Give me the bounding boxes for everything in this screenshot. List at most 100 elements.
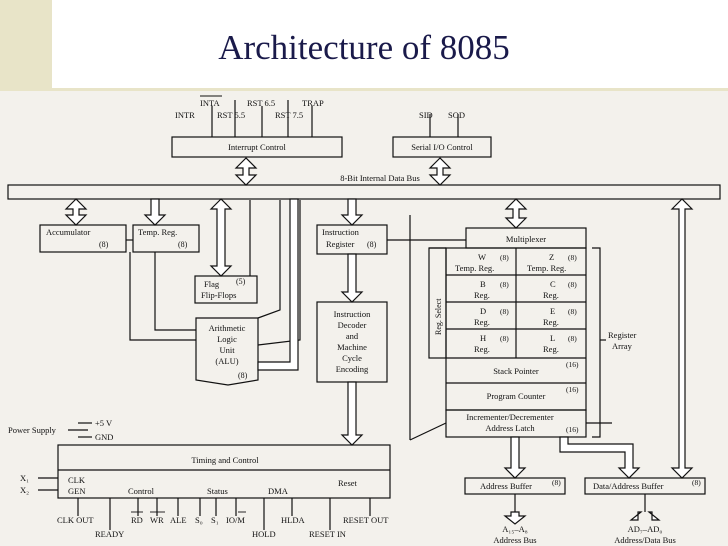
reg-l-size: (8) [568,334,577,343]
data-bus-out-label-2: Address/Data Bus [614,535,676,545]
alu-line-4: (ALU) [215,356,238,366]
arrow-latch-address-buffer [503,436,527,479]
reg-e: E [550,306,555,316]
decoder-line-3: and [346,331,359,341]
address-buffer-label: Address Buffer [480,481,532,491]
arrow-data-bus-out-2 [647,511,661,521]
stack-pointer-size: (16) [566,360,579,369]
arrow-temp-reg [143,198,167,226]
arrow-flag-bus [209,198,233,277]
reg-l-desc: Reg. [543,344,559,354]
inc-dec-label-2: Address Latch [485,423,535,433]
instruction-register-label-1: Instruction [322,227,360,237]
pin-sid: SID [419,110,433,120]
signal-hlda: HLDA [281,515,305,525]
arrow-accumulator-bus [64,198,88,226]
arrow-interrupt-bus [234,157,258,186]
accumulator-box [39,224,127,253]
signal-clk-out: CLK OUT [57,515,94,525]
decoder-line-1: Instruction [334,309,372,319]
internal-data-bus [7,184,721,200]
arrow-data-bus-out [629,511,643,521]
pin-sod: SOD [448,110,465,120]
reg-l: L [550,333,555,343]
power-gnd-label: GND [95,432,113,442]
arrow-ir-decoder [340,253,364,303]
serial-io-control-label: Serial I/O Control [411,142,473,152]
reg-d: D [480,306,486,316]
alu-line-2: Logic [217,334,237,344]
reg-z-desc: Temp. Reg. [527,263,566,273]
flag-label-2: Flip-Flops [201,290,236,300]
decoder-line-4: Machine [337,342,367,352]
reg-z-size: (8) [568,253,577,262]
register-array-label-2: Array [612,341,633,351]
reg-h-desc: Reg. [474,344,490,354]
arrow-alu-output [257,198,299,371]
pin-rst55: RST 5.5 [217,110,245,120]
interrupt-control-label: Interrupt Control [228,142,286,152]
gen-label: GEN [68,486,85,496]
temp-reg-label: Temp. Reg. [138,227,177,237]
reg-w-size: (8) [500,253,509,262]
reg-b-size: (8) [500,280,509,289]
reg-select-box [428,247,447,359]
reset-label: Reset [338,478,358,488]
inc-dec-label-1: Incrementer/Decrementer [466,412,553,422]
pin-rst75: RST 7.5 [275,110,303,120]
arrow-data-bus-right [670,198,694,479]
data-bus-out-label-1: AD₇–AD₀ [628,524,663,534]
reg-w-desc: Temp. Reg. [455,263,494,273]
signal-rd: RD [131,515,143,525]
alu-line-3: Unit [219,345,235,355]
slide-title: Architecture of 8085 [218,28,510,67]
decoder-line-5: Cycle [342,353,362,363]
signal-ready: READY [95,529,124,539]
reg-c-size: (8) [568,280,577,289]
signal-reset-out: RESET OUT [343,515,389,525]
reg-b-desc: Reg. [474,290,490,300]
status-label: Status [207,486,228,496]
reg-e-desc: Reg. [543,317,559,327]
inc-dec-size: (16) [566,425,579,434]
register-array-label-1: Register [608,330,636,340]
flag-size: (5) [236,277,246,286]
flag-label-1: Flag [204,279,220,289]
alu-line-1: Arithmetic [209,323,246,333]
instruction-register-size: (8) [367,240,377,249]
accumulator-label: Accumulator [46,227,91,237]
pin-intr: INTR [175,110,195,120]
signal-s1: S₁ [211,515,219,525]
arrow-instruction-register [340,198,364,226]
reg-b: B [480,279,486,289]
timing-control-title: Timing and Control [191,455,259,465]
reg-h-size: (8) [500,334,509,343]
dma-label: DMA [268,486,289,496]
accumulator-size: (8) [99,240,109,249]
decoder-line-6: Encoding [336,364,369,374]
data-address-buffer-label: Data/Address Buffer [593,481,664,491]
interrupt-control-box [171,136,343,158]
signal-s0: S₀ [195,515,203,525]
reg-c-desc: Reg. [543,290,559,300]
instruction-register-label-2: Register [326,239,354,249]
power-5v-label: +5 V [95,418,113,428]
temp-reg-box [132,224,200,253]
alu-shape [195,317,259,386]
program-counter-size: (16) [566,385,579,394]
accent-bar-top [0,0,52,88]
accent-bar-bottom [0,88,728,91]
reg-w: W [478,252,486,262]
arrow-decoder-timing [340,381,364,446]
x1-label: X₁ [20,473,29,483]
flag-flip-flops-box [194,275,258,304]
control-label: Control [128,486,155,496]
arrow-serial-bus [428,157,452,186]
stack-pointer-label: Stack Pointer [493,366,539,376]
pin-inta: INTA [200,98,220,108]
signal-io-m: IO/M [226,515,245,525]
decoder-line-2: Decoder [338,320,367,330]
address-bus-label-2: Address Bus [493,535,536,545]
signal-hold: HOLD [252,529,276,539]
